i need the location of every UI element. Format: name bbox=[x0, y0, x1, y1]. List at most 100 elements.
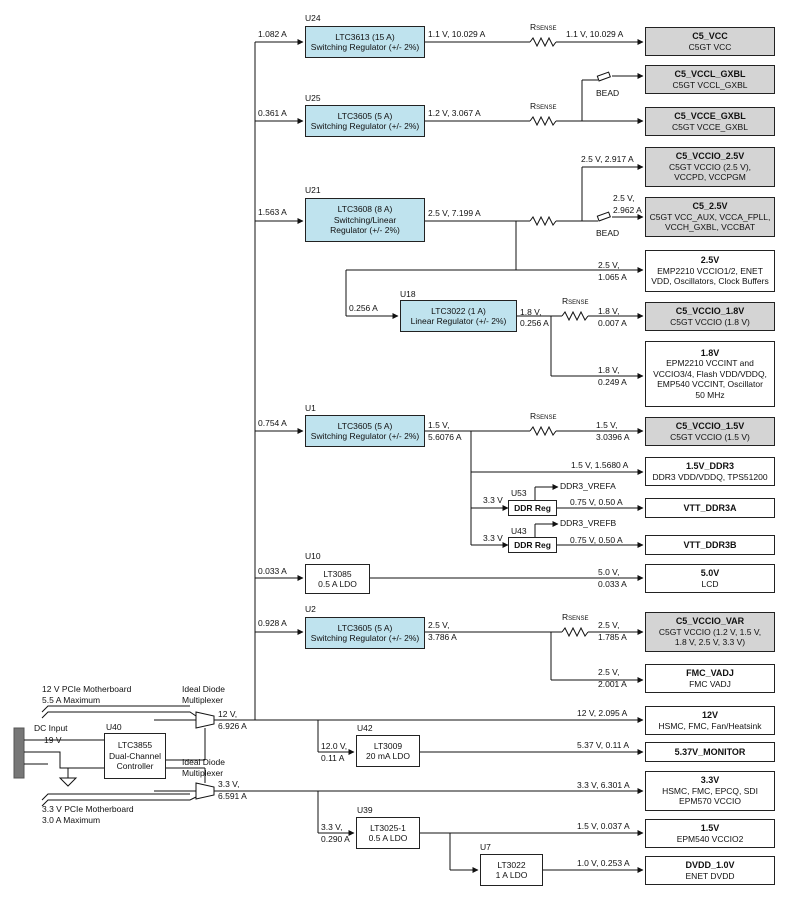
u18-line1: LTC3022 (1 A) bbox=[431, 305, 486, 316]
u42-ref: U42 bbox=[357, 723, 373, 733]
rail33-branch: 3.3 V, 6.301 A bbox=[577, 780, 630, 790]
u43-input: 3.3 V bbox=[483, 533, 503, 543]
load-sub: EPM540 VCCIO2 bbox=[676, 833, 744, 844]
u2-ref: U2 bbox=[305, 604, 316, 614]
u42-input-v: 12.0 V, bbox=[321, 741, 348, 751]
u2-regulator: LTC3605 (5 A) Switching Regulator (+/- 2… bbox=[305, 617, 425, 649]
load-sub: HSMC, FMC, EPCQ, SDI bbox=[662, 785, 758, 796]
load-c5-vccl-gxbl: C5_VCCL_GXBL C5GT VCCL_GXBL bbox=[645, 65, 775, 94]
pcie12-label-1: 12 V PCIe Motherboard bbox=[42, 684, 132, 694]
rail25-branch-v: 2.5 V, bbox=[598, 260, 620, 270]
u1-output-voltage: 1.5 V, bbox=[428, 420, 450, 430]
load-title: 12V bbox=[701, 710, 718, 720]
load-title: 1.5V bbox=[700, 823, 720, 833]
bead-label: BEAD bbox=[596, 228, 620, 238]
load-title: 1.8V bbox=[700, 347, 720, 358]
u2-output-voltage: 2.5 V, bbox=[428, 620, 450, 630]
rsense-label: RSENSE bbox=[530, 411, 557, 421]
u42-input-a: 0.11 A bbox=[321, 753, 345, 763]
u39-ref: U39 bbox=[357, 805, 373, 815]
pcie33-label-1: 3.3 V PCIe Motherboard bbox=[42, 804, 134, 814]
load-c5-vcc: C5_VCC C5GT VCC bbox=[645, 27, 775, 56]
u24-input-current: 1.082 A bbox=[258, 29, 287, 39]
u7-line2: 1 A LDO bbox=[495, 870, 528, 880]
load-title: C5_VCCL_GXBL bbox=[674, 69, 746, 79]
rail33-v: 3.3 V, bbox=[218, 779, 240, 789]
u43-ddr-reg: DDR Reg bbox=[508, 537, 557, 553]
fmc-branch-v: 2.5 V, bbox=[598, 667, 620, 677]
u7-output: 1.0 V, 0.253 A bbox=[577, 858, 630, 868]
rail12-v: 12 V, bbox=[218, 709, 238, 719]
u2-input-current: 0.928 A bbox=[258, 618, 287, 628]
load-fmc-vadj: FMC_VADJ FMC VADJ bbox=[645, 664, 775, 693]
load-title: C5_VCC bbox=[692, 31, 728, 41]
vccio18-branch-v: 1.8 V, bbox=[598, 306, 620, 316]
u1-line1: LTC3605 (5 A) bbox=[337, 420, 393, 431]
u24-line2: Switching Regulator (+/- 2%) bbox=[310, 42, 420, 52]
u18-output-current: 0.256 A bbox=[520, 318, 549, 328]
load-title: 2.5V bbox=[700, 255, 720, 266]
dc-input-label: DC Input bbox=[34, 723, 68, 733]
pcie12-label-2: 5.5 A Maximum bbox=[42, 695, 101, 705]
u18-input-current: 0.256 A bbox=[349, 303, 378, 313]
rsense-label: RSENSE bbox=[530, 101, 557, 111]
load-sub: C5GT VCCIO (1.2 V, 1.5 V, bbox=[658, 626, 762, 637]
load-1v5: 1.5V EPM540 VCCIO2 bbox=[645, 819, 775, 848]
u24-line1: LTC3613 (15 A) bbox=[335, 31, 395, 42]
u10-ref: U10 bbox=[305, 551, 321, 561]
idm33-label-2: Multiplexer bbox=[182, 768, 224, 778]
u25-input-current: 0.361 A bbox=[258, 108, 287, 118]
bead-label: BEAD bbox=[596, 88, 620, 98]
dc-input-voltage: 19 V bbox=[44, 735, 62, 745]
load-sub: VDD, Oscillators, Clock Buffers bbox=[651, 276, 769, 287]
lcd-branch-v: 5.0 V, bbox=[598, 567, 620, 577]
u53-ref: U53 bbox=[511, 488, 527, 498]
load-c5-vccio-var: C5_VCCIO_VAR C5GT VCCIO (1.2 V, 1.5 V, 1… bbox=[645, 612, 775, 652]
idm12-label-2: Multiplexer bbox=[182, 695, 224, 705]
ddr3-branch: 1.5 V, 1.5680 A bbox=[571, 460, 629, 470]
u21-line1: LTC3608 (8 A) bbox=[337, 204, 393, 215]
load-title: DVDD_1.0V bbox=[685, 860, 735, 870]
load-5v37-monitor: 5.37V_MONITOR bbox=[645, 742, 775, 762]
load-2v5: 2.5V EMP2210 VCCIO1/2, ENET VDD, Oscilla… bbox=[645, 250, 775, 292]
load-12v: 12V HSMC, FMC, Fan/Heatsink bbox=[645, 706, 775, 735]
u43-output: 0.75 V, 0.50 A bbox=[570, 535, 623, 545]
rail12-branch: 12 V, 2.095 A bbox=[577, 708, 628, 718]
load-vtt-ddr3b: VTT_DDR3B bbox=[645, 535, 775, 555]
u43-ref: U43 bbox=[511, 526, 527, 536]
u10-input-current: 0.033 A bbox=[258, 566, 287, 576]
u21-output-label: 2.5 V, 7.199 A bbox=[428, 208, 481, 218]
vccvar-branch-a: 1.785 A bbox=[598, 632, 627, 642]
u39-input-a: 0.290 A bbox=[321, 834, 350, 844]
rsense-label: RSENSE bbox=[530, 22, 557, 32]
u1-line2: Switching Regulator (+/- 2%) bbox=[310, 431, 420, 441]
idm33-label-1: Ideal Diode bbox=[182, 757, 226, 767]
load-sub: EMP2210 VCCIO1/2, ENET bbox=[657, 265, 763, 276]
u25-line1: LTC3605 (5 A) bbox=[337, 110, 393, 121]
load-sub: EPM2210 VCCINT and bbox=[666, 358, 754, 369]
u18-line2: Linear Regulator (+/- 2%) bbox=[410, 316, 507, 326]
u7-line1: LT3022 bbox=[497, 859, 526, 870]
vccio15-branch-a: 3.0396 A bbox=[596, 432, 630, 442]
c525-branch-a: 2.962 A bbox=[613, 205, 642, 215]
rail25-branch-a: 1.065 A bbox=[598, 272, 627, 282]
rail33-a: 6.591 A bbox=[218, 791, 247, 801]
load-sub: FMC VADJ bbox=[689, 678, 731, 689]
load-1v5-ddr3: 1.5V_DDR3 DDR3 VDD/VDDQ, TPS51200 bbox=[645, 457, 775, 486]
load-title: C5_VCCIO_VAR bbox=[675, 616, 745, 627]
fmc-branch-a: 2.001 A bbox=[598, 679, 627, 689]
u24-ref: U24 bbox=[305, 13, 321, 23]
u53-ddr-reg: DDR Reg bbox=[508, 500, 557, 516]
load-sub: C5GT VCCIO (1.8 V) bbox=[670, 316, 750, 327]
load-sub: 1.8 V, 2.5 V, 3.3 V) bbox=[674, 637, 746, 648]
rail12-a: 6.926 A bbox=[218, 721, 247, 731]
load-sub: C5GT VCCIO (1.5 V) bbox=[670, 431, 750, 442]
u24-output-label: 1.1 V, 10.029 A bbox=[428, 29, 486, 39]
load-sub: VCCH_GXBL, VCCBAT bbox=[664, 222, 756, 233]
vccvar-branch-v: 2.5 V, bbox=[598, 620, 620, 630]
u39-regulator: LT3025-1 0.5 A LDO bbox=[356, 817, 420, 849]
u53-vref: DDR3_VREFA bbox=[560, 481, 616, 491]
u40-ref: U40 bbox=[106, 722, 122, 732]
load-title: C5_VCCIO_1.5V bbox=[675, 421, 745, 431]
